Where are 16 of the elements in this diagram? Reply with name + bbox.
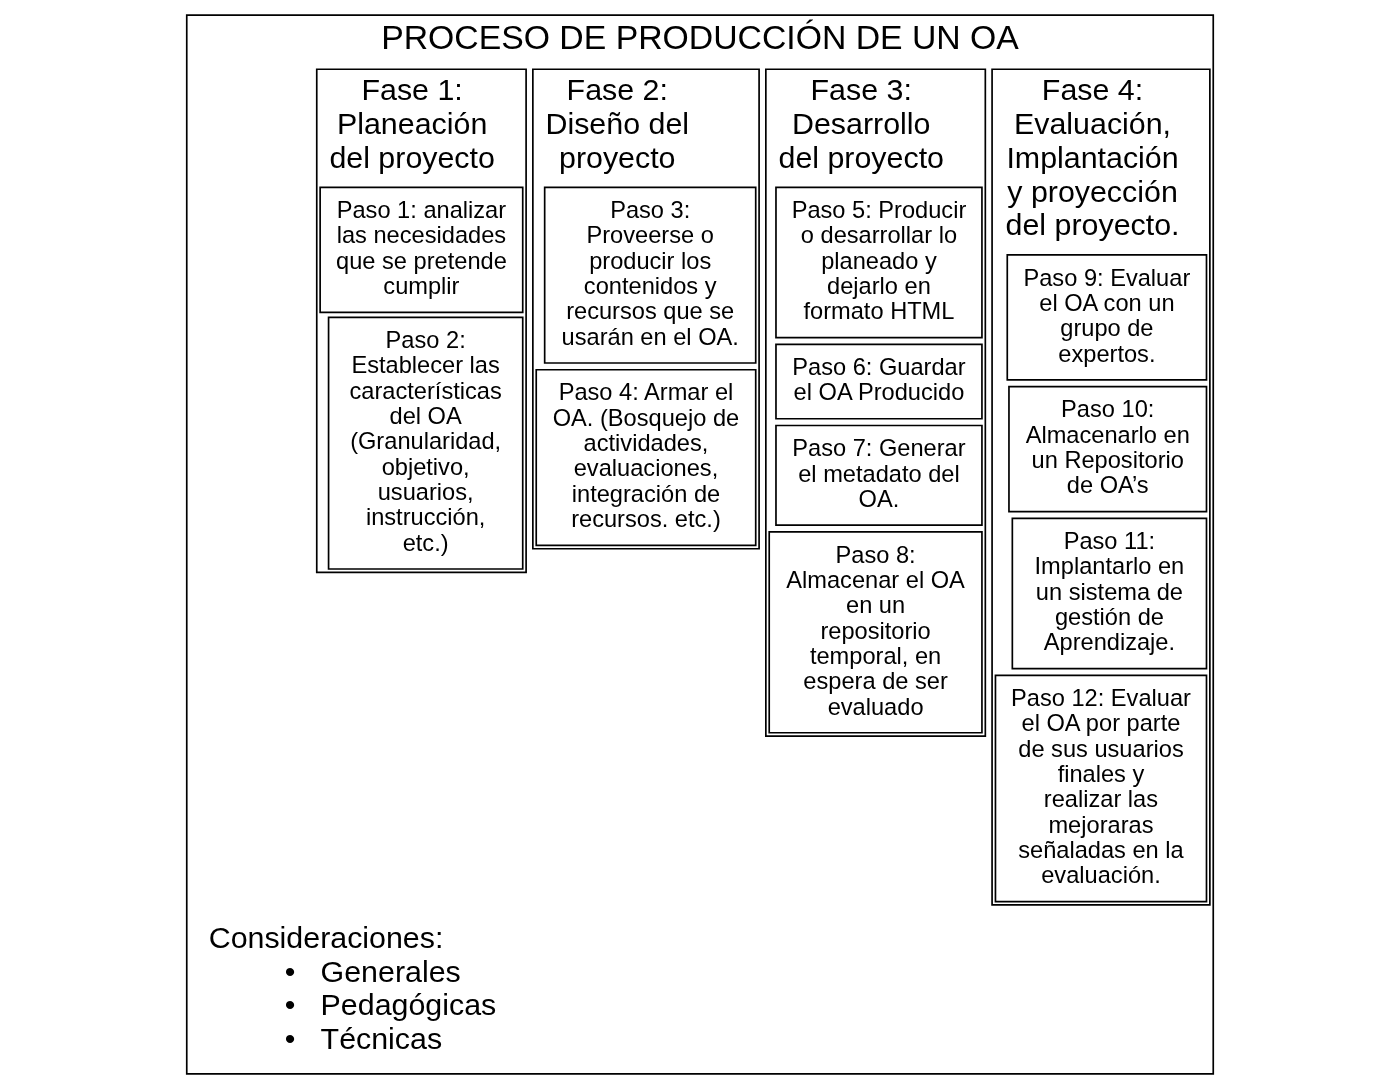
node-box: Paso 7: Generar el metadato del OA. xyxy=(775,424,983,526)
node-box: Paso 11: Implantarlo en un sistema de gestión de Aprendizaje. xyxy=(1011,517,1208,670)
node-box: Paso 3: Proveerse o producir los contenidos y recursos que se usarán en el OA. xyxy=(543,186,757,364)
node-box: Paso 9: Evaluar el OA con un grupo de expertos. xyxy=(1006,254,1208,381)
node-box: Paso 1: analizar las necesidades que se pretende cumplir xyxy=(319,186,524,314)
node-box: Paso 6: Guardar el OA Producido xyxy=(775,343,983,420)
node-box: Paso 4: Armar el OA. (Bosquejo de actividades, evaluaciones, integración de recursos. etc.) xyxy=(535,368,757,547)
node-box: Paso 8: Almacenar el OA en un repositorio temporal, en espera de ser evaluado xyxy=(768,531,983,734)
label: • Técnicas xyxy=(284,1021,443,1056)
label: Consideraciones: xyxy=(208,919,444,954)
label: • Pedagógicas xyxy=(284,987,497,1022)
node-box: Paso 5: Producir o desarrollar lo planeado y dejarlo en formato HTML xyxy=(775,186,983,339)
node-box: Paso 10: Almacenarlo en un Repositorio de OA’s xyxy=(1008,385,1208,513)
node-box: Paso 2: Establecer las características del OA (Granularidad, objetivo, usuarios, instrucción, etc.) xyxy=(327,316,524,570)
node-box: Paso 12: Evaluar el OA por parte de sus usuarios finales y realizar las mejoraras señaladas en la evaluación. xyxy=(994,674,1208,903)
label: • Generales xyxy=(284,953,461,988)
